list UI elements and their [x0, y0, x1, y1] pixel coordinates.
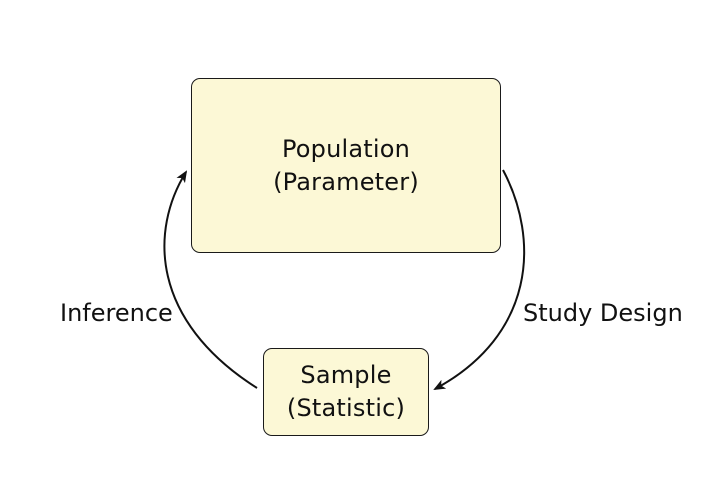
population-node: Population (Parameter) — [191, 78, 501, 253]
sample-title: Sample — [300, 361, 392, 389]
study-design-label: Study Design — [523, 299, 683, 327]
population-subtitle: (Parameter) — [273, 167, 419, 196]
study-design-arrow — [433, 169, 526, 390]
inference-label: Inference — [60, 299, 173, 327]
sample-subtitle: (Statistic) — [286, 394, 406, 422]
population-title: Population — [281, 134, 411, 163]
sample-node: Sample (Statistic) — [263, 348, 429, 436]
inference-arrow — [163, 170, 258, 389]
